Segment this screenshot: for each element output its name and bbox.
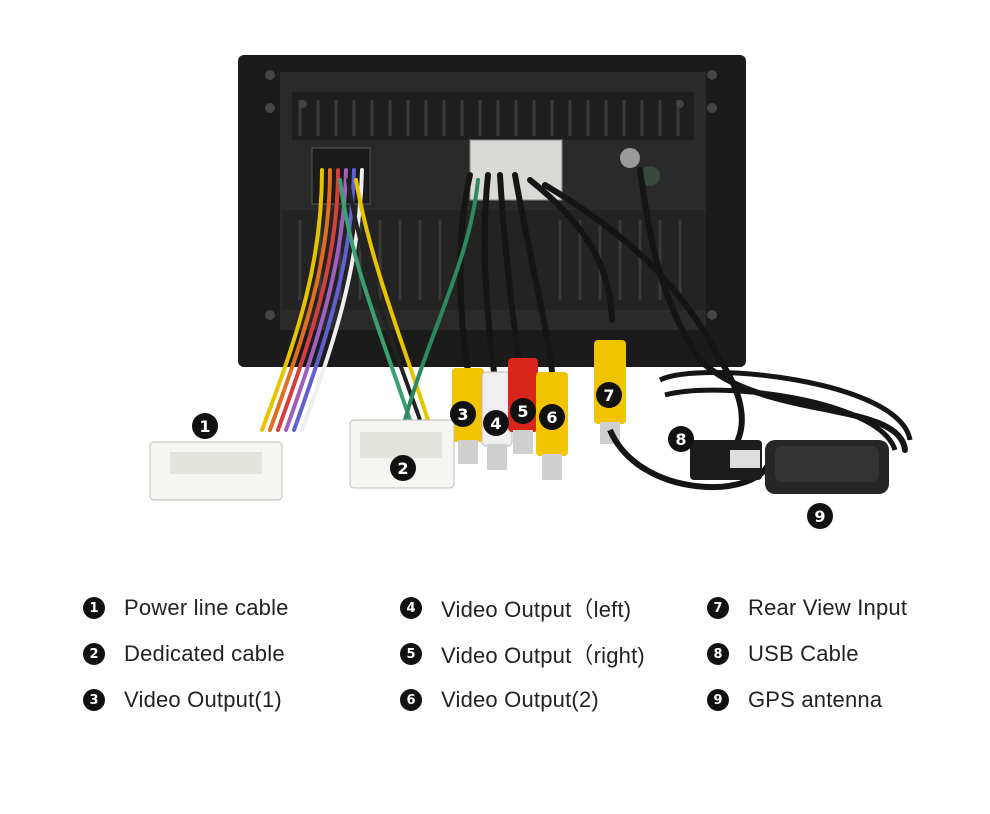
callout-7: 7 (596, 382, 622, 408)
legend-column-1: 1 Power line cable 2 Dedicated cable 3 V… (83, 585, 289, 723)
callout-1: 1 (192, 413, 218, 439)
callout-4: 4 (483, 410, 509, 436)
legend-number-badge: 9 (707, 689, 729, 711)
legend-item: 3 Video Output(1) (83, 677, 289, 723)
head-unit-illustration (149, 55, 913, 501)
callout-3: 3 (450, 401, 476, 427)
legend-label: Dedicated cable (124, 641, 285, 666)
callout-5: 5 (510, 398, 536, 424)
callout-8: 8 (668, 426, 694, 452)
legend-item: 6 Video Output(2) (400, 677, 645, 723)
legend-number-badge: 7 (707, 597, 729, 619)
legend-label: Power line cable (124, 595, 289, 620)
power-harness-wires (260, 168, 430, 432)
legend-number-badge: 6 (400, 689, 422, 711)
legend-number-badge: 3 (83, 689, 105, 711)
legend-label: Video Output(1) (124, 687, 282, 712)
legend-item: 9 GPS antenna (707, 677, 907, 723)
callout-9: 9 (807, 503, 833, 529)
legend-label: Video Output（left) (441, 597, 632, 622)
power-connector (149, 441, 283, 501)
legend-item: 5 Video Output（right) (400, 631, 645, 677)
callout-2: 2 (390, 455, 416, 481)
legend-label: Video Output（right) (441, 643, 645, 668)
product-diagram: 1 2 3 4 5 6 7 8 9 (149, 55, 913, 529)
legend-number-badge: 1 (83, 597, 105, 619)
legend-label: Video Output(2) (441, 687, 599, 712)
usb-cable (607, 428, 773, 491)
legend-number-badge: 8 (707, 643, 729, 665)
legend-item: 2 Dedicated cable (83, 631, 289, 677)
gps-antenna (658, 370, 913, 494)
legend: 1 Power line cable 2 Dedicated cable 3 V… (0, 585, 990, 725)
legend-number-badge: 5 (400, 643, 422, 665)
av-cables (403, 167, 908, 473)
callout-6: 6 (539, 404, 565, 430)
legend-label: Rear View Input (748, 595, 908, 620)
legend-label: GPS antenna (748, 687, 883, 712)
legend-item: 4 Video Output（left) (400, 585, 645, 631)
legend-item: 8 USB Cable (707, 631, 907, 677)
legend-column-3: 7 Rear View Input 8 USB Cable 9 GPS ante… (707, 585, 907, 723)
legend-item: 1 Power line cable (83, 585, 289, 631)
legend-item: 7 Rear View Input (707, 585, 907, 631)
legend-column-2: 4 Video Output（left) 5 Video Output（righ… (400, 585, 645, 723)
dedicated-connector (349, 419, 455, 489)
legend-number-badge: 2 (83, 643, 105, 665)
legend-number-badge: 4 (400, 597, 422, 619)
legend-label: USB Cable (748, 641, 859, 666)
